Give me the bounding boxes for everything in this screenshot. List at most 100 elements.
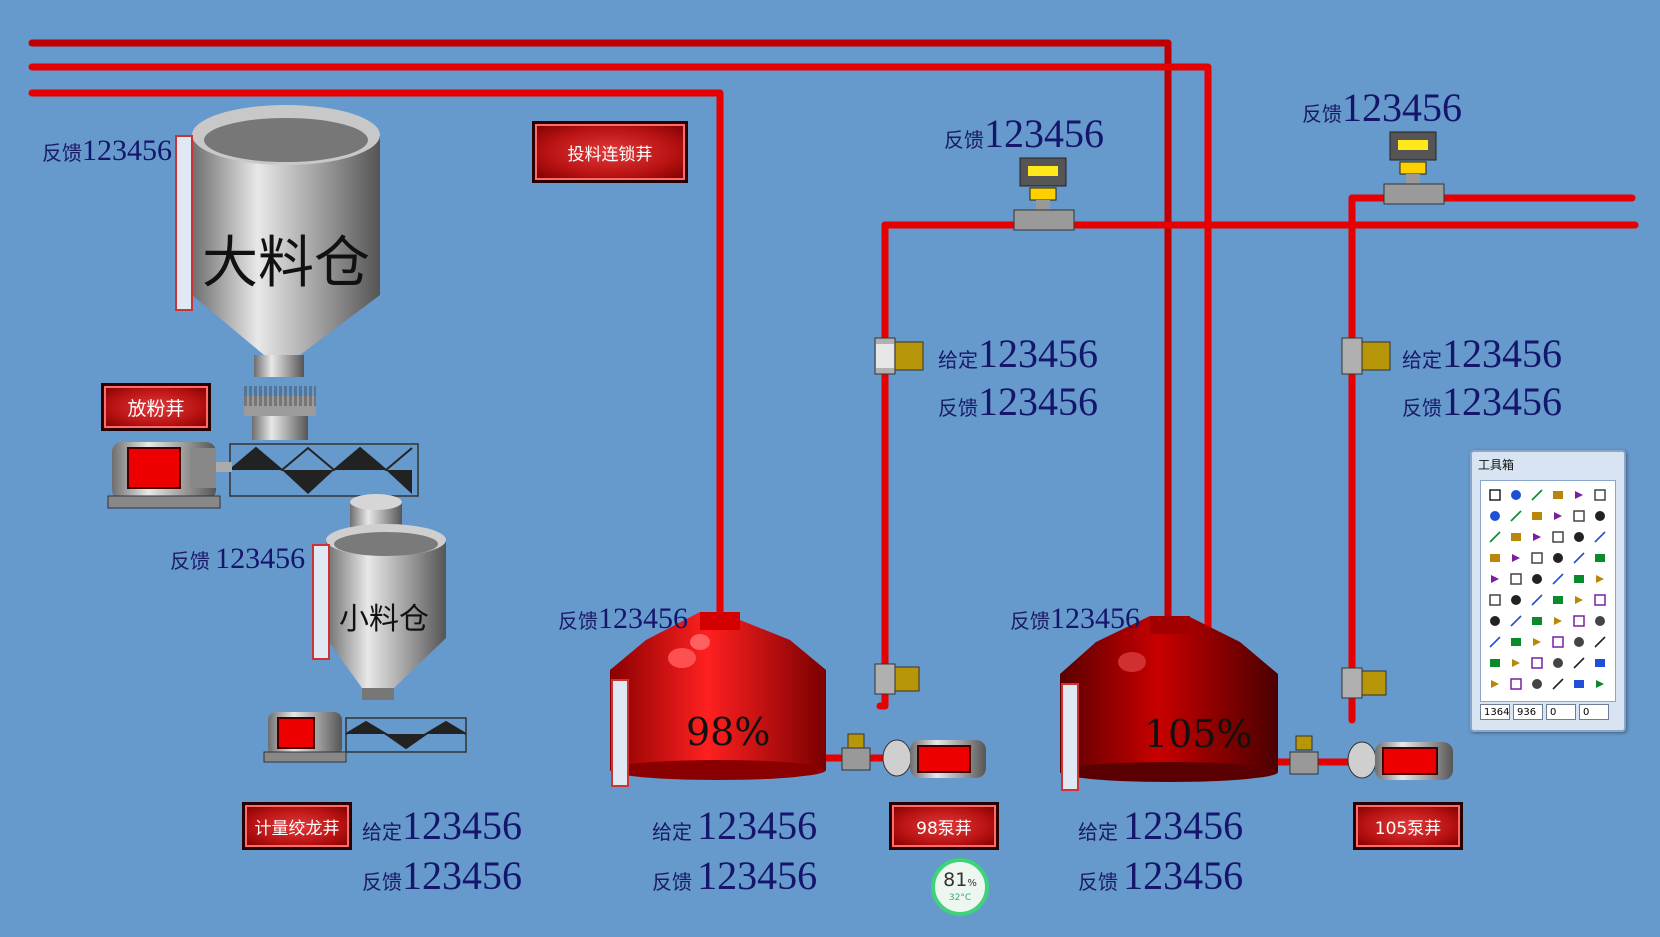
reactor-98-feedback: 反馈123456 [558, 602, 688, 635]
toolbox-tool-icon[interactable] [1529, 613, 1545, 629]
valve-4[interactable] [1341, 667, 1387, 699]
valve-3-setpoint: 给定123456 [1402, 331, 1562, 376]
toolbox-tool-icon[interactable] [1550, 676, 1566, 692]
toolbox-title: 工具箱 [1478, 458, 1515, 472]
toolbox-tool-icon[interactable] [1508, 487, 1524, 503]
toolbox-tool-icon[interactable] [1550, 487, 1566, 503]
toolbox-tool-icon[interactable] [1529, 634, 1545, 650]
pump-98-button[interactable]: 98泵荓 [889, 802, 999, 850]
toolbox-tool-icon[interactable] [1529, 487, 1545, 503]
toolbox-tool-icon[interactable] [1550, 550, 1566, 566]
toolbox-tool-icon[interactable] [1487, 487, 1503, 503]
flow-meter-2-feedback: 反馈123456 [1302, 85, 1462, 130]
reactor-105-feedback: 反馈123456 [1010, 602, 1140, 635]
toolbox-tool-icon[interactable] [1571, 571, 1587, 587]
toolbox-grid [1480, 480, 1616, 702]
reactor-98-feedback-2: 反馈 123456 [652, 853, 818, 898]
pipes [28, 39, 1639, 724]
toolbox-window[interactable]: 工具箱 1364 936 0 0 [1470, 450, 1626, 732]
system-gauge: 81% 32°C [931, 858, 989, 916]
toolbox-tool-icon[interactable] [1571, 613, 1587, 629]
toolbox-tool-icon[interactable] [1592, 550, 1608, 566]
toolbox-tool-icon[interactable] [1508, 613, 1524, 629]
toolbox-tool-icon[interactable] [1571, 487, 1587, 503]
toolbox-tool-icon[interactable] [1550, 508, 1566, 524]
toolbox-tool-icon[interactable] [1508, 592, 1524, 608]
reactor-98-level: 98% [686, 710, 771, 754]
toolbox-tool-icon[interactable] [1508, 655, 1524, 671]
reactor-98-setpoint: 给定 123456 [652, 803, 818, 848]
toolbox-tool-icon[interactable] [1487, 550, 1503, 566]
toolbox-field-w[interactable]: 0 [1546, 704, 1576, 720]
toolbox-tool-icon[interactable] [1592, 613, 1608, 629]
toolbox-tool-icon[interactable] [1487, 529, 1503, 545]
toolbox-tool-icon[interactable] [1508, 634, 1524, 650]
toolbox-tool-icon[interactable] [1571, 634, 1587, 650]
valve-1-setpoint: 给定123456 [938, 331, 1098, 376]
toolbox-tool-icon[interactable] [1529, 571, 1545, 587]
toolbox-tool-icon[interactable] [1487, 571, 1503, 587]
toolbox-tool-icon[interactable] [1592, 634, 1608, 650]
pump-105-button[interactable]: 105泵荓 [1353, 802, 1463, 850]
toolbox-tool-icon[interactable] [1550, 613, 1566, 629]
toolbox-tool-icon[interactable] [1508, 529, 1524, 545]
toolbox-tool-icon[interactable] [1550, 634, 1566, 650]
toolbox-tool-icon[interactable] [1571, 676, 1587, 692]
toolbox-tool-icon[interactable] [1550, 655, 1566, 671]
toolbox-tool-icon[interactable] [1550, 529, 1566, 545]
toolbox-tool-icon[interactable] [1550, 571, 1566, 587]
small-silo [312, 494, 446, 700]
reactor-98 [610, 612, 884, 787]
feed-interlock-pump-button[interactable]: 投料连锁荓 [532, 121, 688, 183]
valve-3[interactable] [1341, 337, 1391, 375]
toolbox-tool-icon[interactable] [1592, 508, 1608, 524]
big-silo-label: 大料仓 [202, 231, 370, 296]
toolbox-tool-icon[interactable] [1529, 529, 1545, 545]
toolbox-tool-icon[interactable] [1571, 550, 1587, 566]
toolbox-field-h[interactable]: 0 [1579, 704, 1609, 720]
valve-2[interactable] [874, 663, 920, 695]
toolbox-tool-icon[interactable] [1592, 592, 1608, 608]
toolbox-tool-icon[interactable] [1592, 571, 1608, 587]
toolbox-tool-icon[interactable] [1508, 508, 1524, 524]
small-silo-feedback: 反馈 123456 [170, 542, 306, 575]
toolbox-tool-icon[interactable] [1571, 508, 1587, 524]
valve-1[interactable] [874, 337, 924, 375]
valve-6[interactable] [1289, 735, 1319, 775]
toolbox-tool-icon[interactable] [1592, 487, 1608, 503]
toolbox-tool-icon[interactable] [1508, 550, 1524, 566]
toolbox-tool-icon[interactable] [1487, 592, 1503, 608]
toolbox-tool-icon[interactable] [1592, 676, 1608, 692]
toolbox-tool-icon[interactable] [1508, 571, 1524, 587]
toolbox-tool-icon[interactable] [1529, 508, 1545, 524]
toolbox-tool-icon[interactable] [1487, 613, 1503, 629]
toolbox-tool-icon[interactable] [1571, 592, 1587, 608]
toolbox-tool-icon[interactable] [1592, 529, 1608, 545]
toolbox-tool-icon[interactable] [1487, 655, 1503, 671]
toolbox-tool-icon[interactable] [1571, 529, 1587, 545]
toolbox-tool-icon[interactable] [1550, 592, 1566, 608]
toolbox-field-y[interactable]: 936 [1513, 704, 1543, 720]
reactor-105-setpoint: 给定 123456 [1078, 803, 1244, 848]
powder-pump-button[interactable]: 放粉荓 [101, 383, 211, 431]
toolbox-tool-icon[interactable] [1508, 676, 1524, 692]
valve-5[interactable] [841, 733, 871, 771]
big-screw-feeder [229, 386, 419, 497]
toolbox-tool-icon[interactable] [1592, 655, 1608, 671]
pump-98 [882, 739, 986, 778]
toolbox-tool-icon[interactable] [1529, 655, 1545, 671]
toolbox-tool-icon[interactable] [1529, 592, 1545, 608]
toolbox-tool-icon[interactable] [1487, 634, 1503, 650]
toolbox-tool-icon[interactable] [1529, 676, 1545, 692]
toolbox-tool-icon[interactable] [1487, 676, 1503, 692]
metering-screw-pump-button[interactable]: 计量绞龙荓 [242, 802, 352, 850]
screw-motor-1 [107, 442, 232, 509]
screw-feedback: 反馈123456 [362, 853, 522, 898]
toolbox-tool-icon[interactable] [1571, 655, 1587, 671]
toolbox-tool-icon[interactable] [1529, 550, 1545, 566]
flow-meter-1-feedback: 反馈123456 [944, 111, 1104, 156]
big-silo-feedback: 反馈123456 [42, 134, 172, 167]
screw-motor-2 [263, 712, 347, 763]
toolbox-field-x[interactable]: 1364 [1480, 704, 1510, 720]
toolbox-tool-icon[interactable] [1487, 508, 1503, 524]
